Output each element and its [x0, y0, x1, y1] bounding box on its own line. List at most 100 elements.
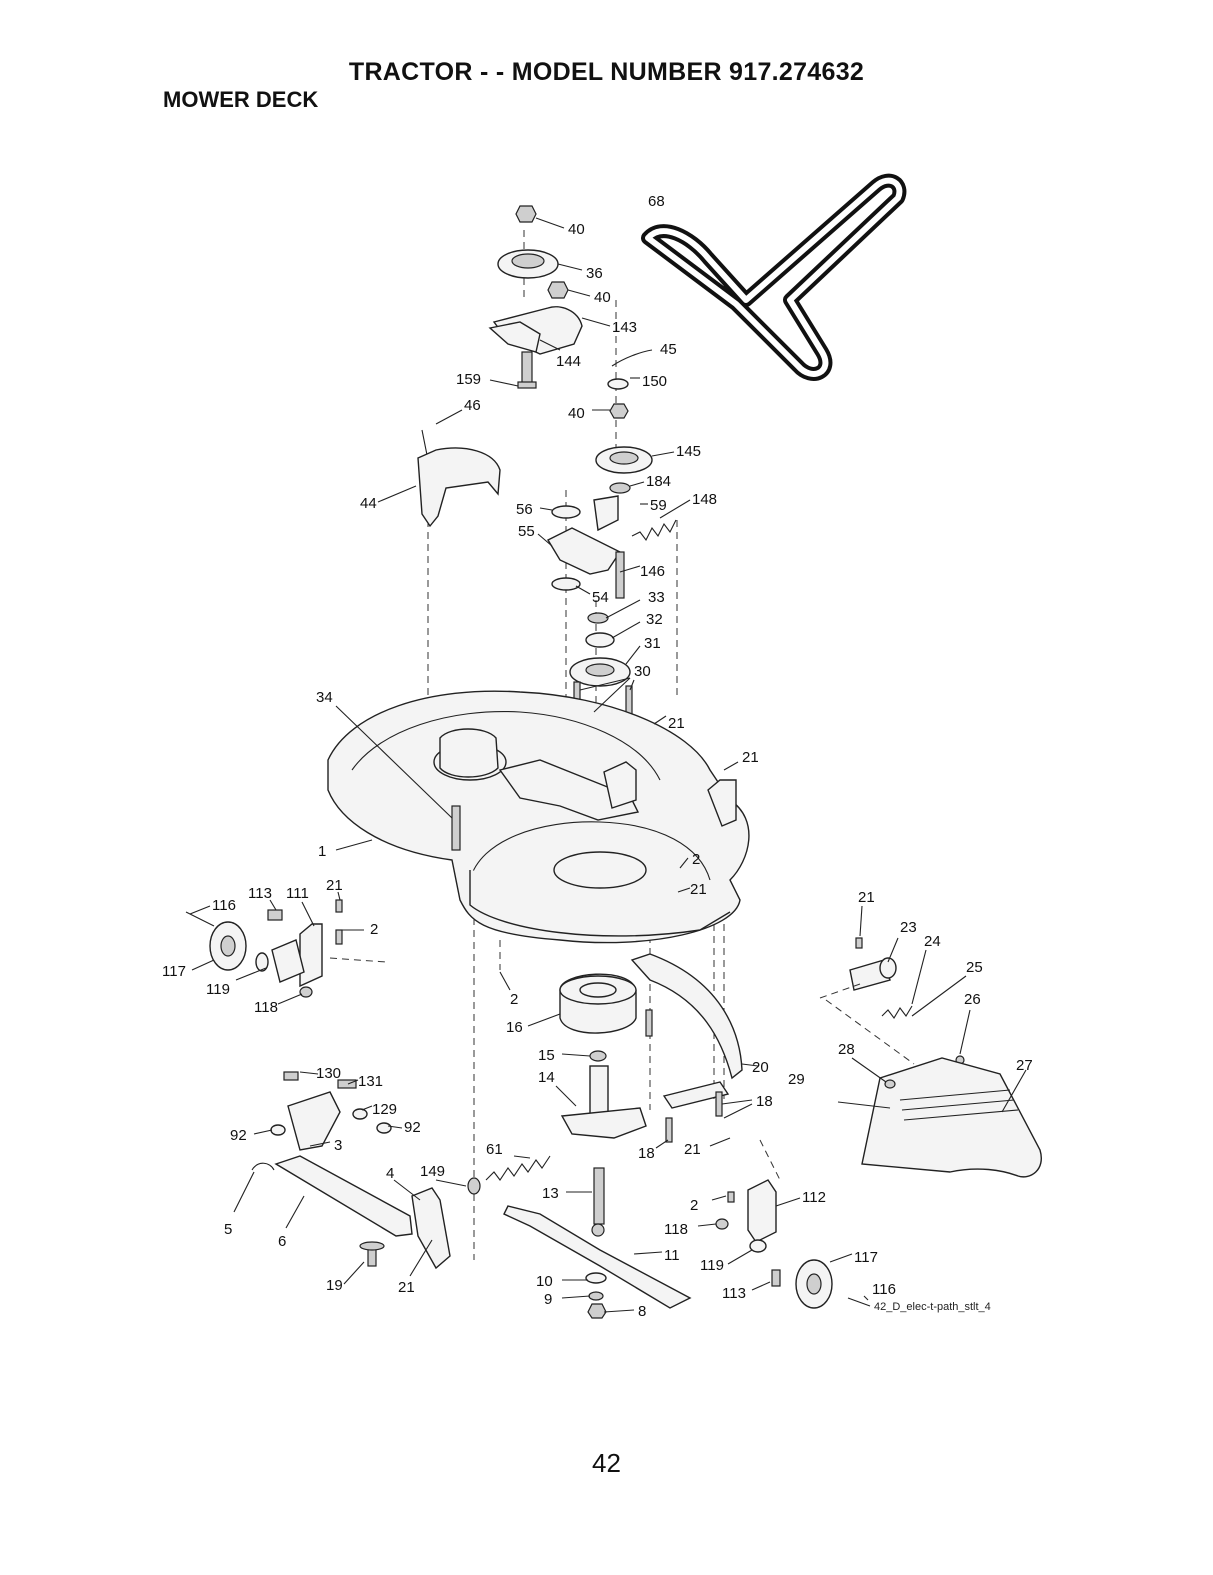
discharge-chute	[837, 1057, 1042, 1178]
callout-68: 68	[648, 193, 665, 210]
drawing-reference-note: 42_D_elec-t-path_stlt_4	[874, 1301, 991, 1313]
discharge-chute-hardware	[819, 937, 965, 1065]
callout-6: 6	[278, 1233, 286, 1250]
front-left-wheel-assembly	[185, 899, 387, 998]
callout-119: 119	[700, 1257, 724, 1274]
callout-2: 2	[370, 921, 378, 938]
callout-21: 21	[684, 1141, 701, 1158]
callout-23: 23	[900, 919, 917, 936]
drive-belt	[641, 173, 907, 381]
callout-40: 40	[594, 289, 611, 306]
idler-bracket-assembly	[547, 495, 677, 599]
callout-20: 20	[752, 1059, 769, 1076]
callout-18: 18	[638, 1145, 655, 1162]
callout-15: 15	[538, 1047, 555, 1064]
callout-13: 13	[542, 1185, 559, 1202]
callout-118: 118	[254, 999, 278, 1016]
callout-14: 14	[538, 1069, 555, 1086]
callout-59: 59	[650, 497, 667, 514]
callout-4: 4	[386, 1165, 394, 1182]
callout-117: 117	[162, 963, 186, 980]
front-right-wheel-assembly	[715, 1139, 871, 1309]
callout-148: 148	[692, 491, 717, 508]
callout-36: 36	[586, 265, 603, 282]
callout-19: 19	[326, 1277, 343, 1294]
section-title: MOWER DECK	[163, 87, 319, 112]
callout-150: 150	[642, 373, 667, 390]
callout-40: 40	[568, 221, 585, 238]
callout-3: 3	[334, 1137, 342, 1154]
callout-8: 8	[638, 1303, 646, 1320]
callout-113: 113	[722, 1285, 746, 1302]
callout-11: 11	[664, 1247, 680, 1264]
callout-144: 144	[556, 353, 581, 370]
callout-2: 2	[510, 991, 518, 1008]
callout-159: 159	[456, 371, 481, 388]
callout-112: 112	[802, 1189, 826, 1206]
callout-34: 34	[316, 689, 333, 706]
callout-129: 129	[372, 1101, 397, 1118]
callout-116: 116	[872, 1281, 896, 1298]
callout-21: 21	[398, 1279, 415, 1296]
top-idler-assembly	[488, 205, 583, 389]
callout-184: 184	[646, 473, 671, 490]
callout-146: 146	[640, 563, 665, 580]
callout-27: 27	[1016, 1057, 1033, 1074]
callout-111: 111	[286, 885, 309, 902]
page-title: TRACTOR - - MODEL NUMBER 917.274632	[348, 58, 865, 86]
callout-32: 32	[646, 611, 663, 628]
callout-21: 21	[690, 881, 707, 898]
second-idler-assembly	[595, 349, 653, 494]
callout-143: 143	[612, 319, 637, 336]
callout-116: 116	[212, 897, 236, 914]
callout-149: 149	[420, 1163, 445, 1180]
page-number: 42	[592, 1448, 621, 1478]
callout-54: 54	[592, 589, 609, 606]
callout-46: 46	[464, 397, 481, 414]
callout-61: 61	[486, 1141, 503, 1158]
callout-44: 44	[360, 495, 377, 512]
deck-support-arm	[630, 953, 743, 1143]
callout-1: 1	[318, 843, 326, 860]
leader-lines	[189, 217, 1027, 1313]
callout-40: 40	[568, 405, 585, 422]
callout-26: 26	[964, 991, 981, 1008]
callout-25: 25	[966, 959, 983, 976]
callout-5: 5	[224, 1221, 232, 1238]
callout-55: 55	[518, 523, 535, 540]
callout-119: 119	[206, 981, 230, 998]
mower-blade	[503, 1205, 692, 1319]
callout-24: 24	[924, 933, 941, 950]
callout-29: 29	[788, 1071, 805, 1088]
callout-18: 18	[756, 1093, 773, 1110]
callout-10: 10	[536, 1273, 553, 1290]
callout-2: 2	[690, 1197, 698, 1214]
callout-31: 31	[644, 635, 661, 652]
callout-56: 56	[516, 501, 533, 518]
mower-deck-housing	[327, 690, 750, 944]
callout-33: 33	[648, 589, 665, 606]
callout-21: 21	[326, 877, 343, 894]
callout-21: 21	[742, 749, 759, 766]
callout-118: 118	[664, 1221, 688, 1238]
callout-16: 16	[506, 1019, 523, 1036]
lift-spring	[467, 1155, 551, 1195]
callout-92: 92	[230, 1127, 247, 1144]
callout-117: 117	[854, 1249, 878, 1266]
callout-21: 21	[668, 715, 685, 732]
callout-30: 30	[634, 663, 651, 680]
callout-9: 9	[544, 1291, 552, 1308]
callout-130: 130	[316, 1065, 341, 1082]
belt-guard	[417, 429, 501, 528]
callout-45: 45	[660, 341, 677, 358]
callout-131: 131	[358, 1073, 383, 1090]
callout-145: 145	[676, 443, 701, 460]
blade-spindle-assembly	[559, 973, 647, 1237]
callout-21: 21	[858, 889, 875, 906]
callout-113: 113	[248, 885, 272, 902]
callout-28: 28	[838, 1041, 855, 1058]
callout-92: 92	[404, 1119, 421, 1136]
callout-2: 2	[692, 851, 700, 868]
